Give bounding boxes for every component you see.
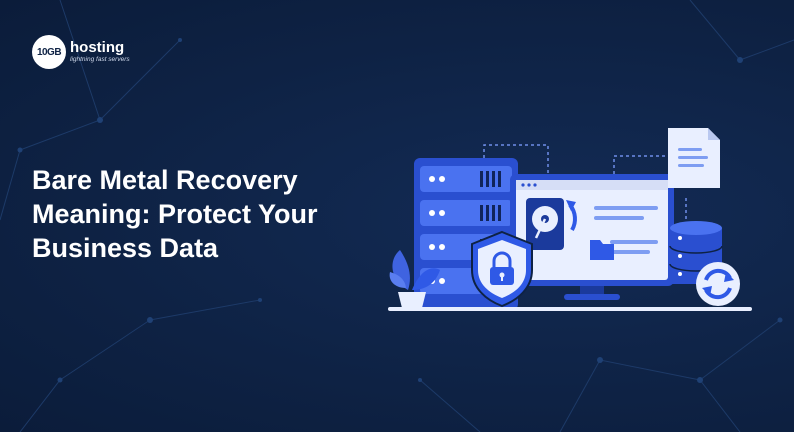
page-title: Bare Metal Recovery Meaning: Protect You… — [32, 163, 372, 265]
title-line-3: Business Data — [32, 233, 219, 263]
brand-name: hosting — [70, 39, 125, 57]
brand-tagline: lightning fast servers — [70, 56, 130, 64]
backup-illustration — [388, 128, 752, 311]
hard-disk-icon — [526, 198, 577, 250]
document-icon — [668, 128, 720, 188]
sync-icon — [696, 262, 740, 306]
shield-lock-icon — [471, 230, 533, 308]
title-line-2: Meaning: Protect Your — [32, 199, 318, 229]
title-line-1: Bare Metal Recovery — [32, 165, 298, 195]
logo-badge: 10GB — [32, 35, 66, 69]
brand-logo[interactable]: 10GB hosting lightning fast servers — [32, 35, 130, 69]
plant-icon — [389, 250, 440, 308]
folder-icon — [590, 240, 614, 260]
logo-text: hosting lightning fast servers — [70, 40, 130, 64]
